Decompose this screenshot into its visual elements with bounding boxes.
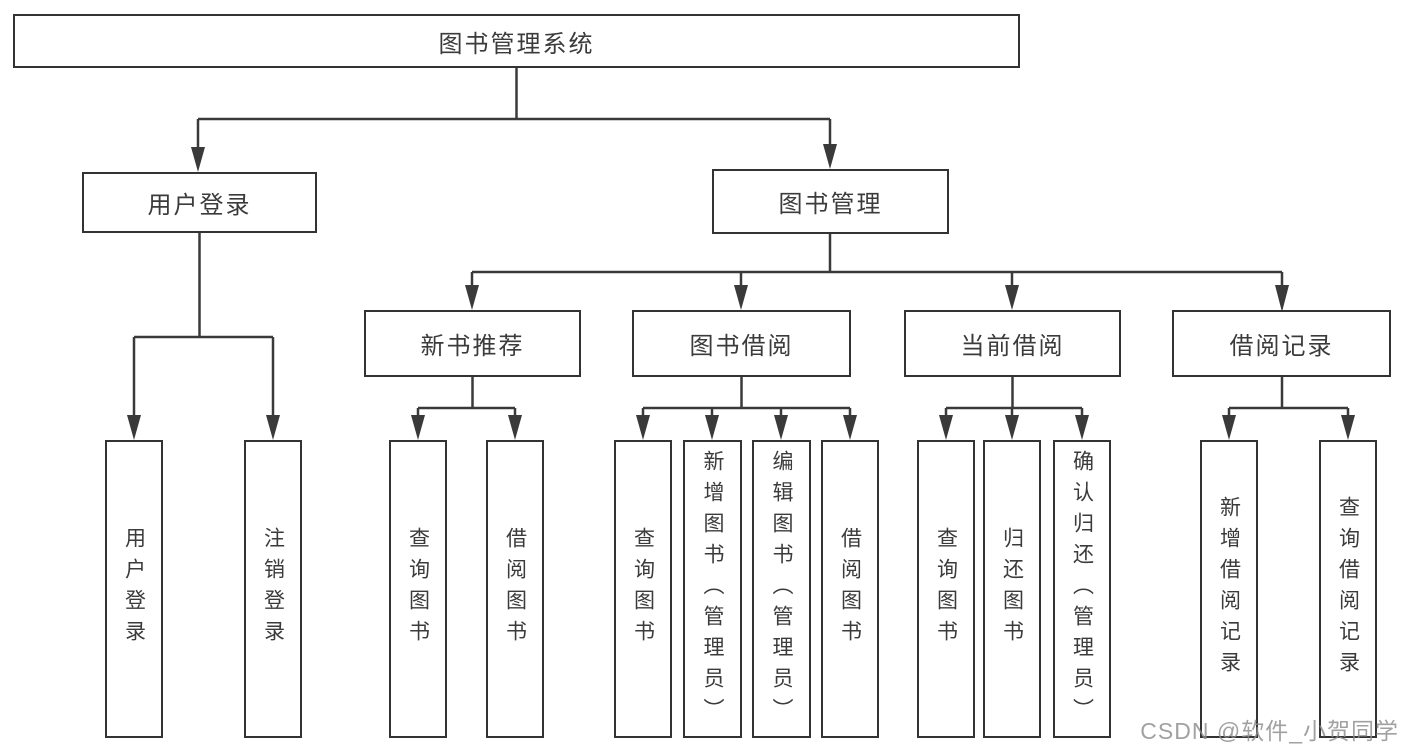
arrowheads xyxy=(127,144,1355,440)
node-label: 当前借阅 xyxy=(960,333,1065,360)
node-label: 查询图书 xyxy=(631,527,655,651)
node-label: 借阅图书 xyxy=(838,527,862,651)
node-label: 确认归还（管理员） xyxy=(1070,449,1094,729)
node-label: 图书借阅 xyxy=(689,333,794,360)
node-new-book-recommend: 新书推荐 xyxy=(364,310,581,377)
node-label: 用户登录 xyxy=(122,527,146,651)
node-label: 查询借阅记录 xyxy=(1336,496,1360,682)
leaf-recommend-query-book: 查询图书 xyxy=(389,440,447,738)
node-label: 借阅图书 xyxy=(503,527,527,651)
leaf-add-book-admin: 新增图书（管理员） xyxy=(683,440,742,738)
leaf-confirm-return-admin: 确认归还（管理员） xyxy=(1053,440,1111,738)
node-root-library-system: 图书管理系统 xyxy=(13,14,1020,68)
node-label: 注销登录 xyxy=(261,527,285,651)
node-borrow-records: 借阅记录 xyxy=(1172,310,1391,377)
node-label: 新增借阅记录 xyxy=(1217,496,1241,682)
leaf-add-borrow-record: 新增借阅记录 xyxy=(1200,440,1258,738)
leaf-user-login: 用户登录 xyxy=(105,440,163,738)
node-book-management: 图书管理 xyxy=(712,169,949,234)
node-label: 查询图书 xyxy=(406,527,430,651)
csdn-watermark: CSDN @软件_小贺同学 xyxy=(1140,718,1399,744)
node-book-borrow: 图书借阅 xyxy=(632,310,851,377)
node-label: 查询图书 xyxy=(934,527,958,651)
node-label: 图书管理 xyxy=(778,191,883,218)
leaf-logout: 注销登录 xyxy=(244,440,302,738)
node-label: 借阅记录 xyxy=(1229,333,1334,360)
leaf-borrow-query-book: 查询图书 xyxy=(614,440,672,738)
node-label: 新书推荐 xyxy=(420,333,525,360)
leaf-return-book: 归还图书 xyxy=(983,440,1041,738)
node-user-login: 用户登录 xyxy=(82,172,317,233)
node-label: 编辑图书（管理员） xyxy=(770,449,793,729)
leaf-current-query-book: 查询图书 xyxy=(917,440,975,738)
node-label: 图书管理系统 xyxy=(438,30,595,58)
leaf-query-borrow-record: 查询借阅记录 xyxy=(1319,440,1377,738)
node-label: 新增图书（管理员） xyxy=(701,449,724,729)
node-current-borrow: 当前借阅 xyxy=(904,310,1121,377)
leaf-borrow-book: 借阅图书 xyxy=(821,440,879,738)
leaf-edit-book-admin: 编辑图书（管理员） xyxy=(752,440,811,738)
node-label: 归还图书 xyxy=(1000,527,1024,651)
leaf-recommend-borrow-book: 借阅图书 xyxy=(486,440,544,738)
node-label: 用户登录 xyxy=(147,192,252,219)
